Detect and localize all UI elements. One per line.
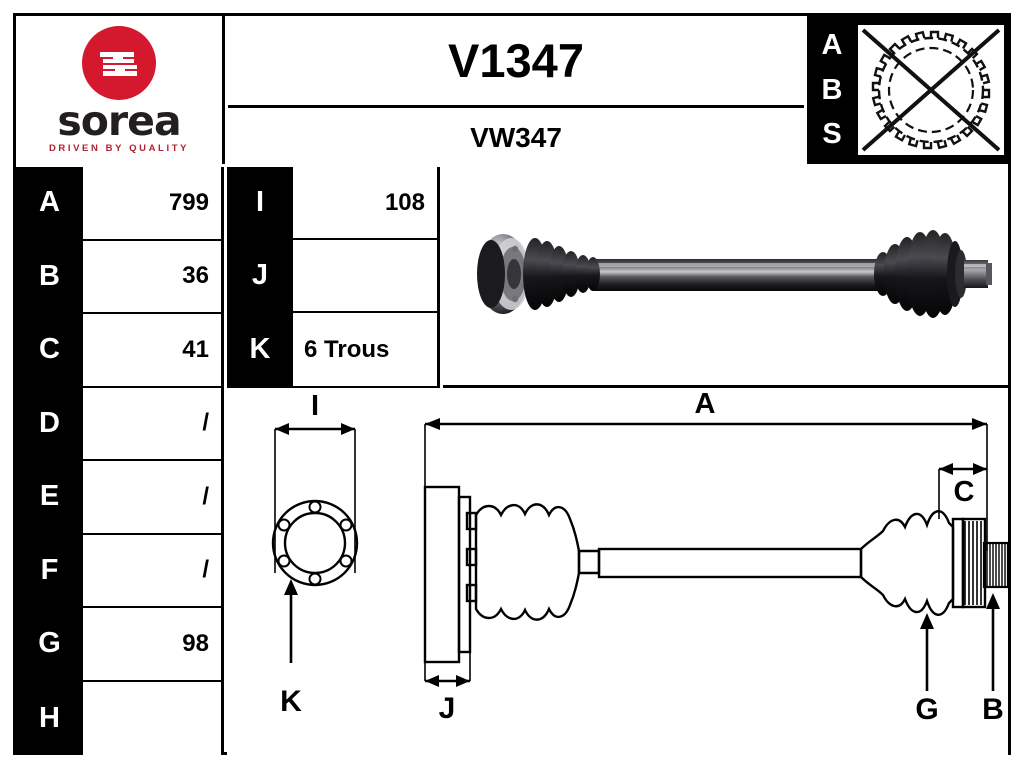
- table-row: D /: [16, 387, 221, 461]
- spec-value: /: [83, 387, 221, 459]
- spec-key: K: [227, 313, 293, 386]
- abs-indicator: A B S: [807, 16, 1008, 164]
- sorea-logo-icon: [82, 25, 156, 100]
- spec-key: H: [16, 681, 83, 755]
- technical-drawing: I K A J G B C: [227, 391, 1008, 755]
- table-row: F /: [16, 534, 221, 608]
- spec-value: 799: [83, 167, 221, 239]
- dimension-label-I: I: [311, 391, 319, 422]
- oem-reference-cell: VW347: [228, 111, 804, 164]
- spec-key: D: [16, 387, 83, 459]
- spec-value: 98: [83, 608, 221, 680]
- spec-key: J: [227, 240, 293, 311]
- abs-ring-crossed-out-icon: [858, 25, 1004, 155]
- spec-value: [83, 681, 221, 755]
- spec-key: C: [16, 314, 83, 386]
- dimension-label-C: C: [954, 476, 975, 508]
- reference-title-cell: V1347: [228, 16, 804, 108]
- table-row: G 98: [16, 608, 221, 682]
- header: sorea DRIVEN BY QUALITY V1347 VW347 A B …: [16, 16, 1008, 164]
- table-row: H: [16, 681, 221, 755]
- dimension-label-J: J: [439, 692, 456, 725]
- brand-wordmark: sorea: [57, 96, 181, 145]
- spec-value: 108: [293, 167, 437, 238]
- spec-value: 36: [83, 240, 221, 312]
- table-row: A 799: [16, 167, 221, 241]
- spec-key: E: [16, 461, 83, 533]
- abs-letter-s: S: [822, 117, 842, 150]
- spec-table-secondary: I 108 J K 6 Trous: [227, 167, 440, 388]
- abs-letter-a: A: [821, 29, 843, 62]
- dimension-label-G: G: [915, 693, 938, 726]
- table-row: C 41: [16, 314, 221, 388]
- body: A 799 B 36 C 41 D / E / F /: [16, 167, 1008, 755]
- spec-value: 6 Trous: [293, 313, 437, 386]
- datasheet-frame: sorea DRIVEN BY QUALITY V1347 VW347 A B …: [13, 13, 1011, 755]
- drive-shaft-photo: [443, 167, 1008, 388]
- abs-letter-b: B: [821, 73, 843, 106]
- spec-key: F: [16, 534, 83, 606]
- spec-value: 41: [83, 314, 221, 386]
- table-row: K 6 Trous: [227, 313, 437, 386]
- table-row: B 36: [16, 240, 221, 314]
- spec-key: G: [16, 608, 83, 680]
- oem-reference: VW347: [470, 121, 562, 153]
- spec-value: /: [83, 461, 221, 533]
- dimension-label-A: A: [695, 391, 716, 420]
- abs-label: A B S: [810, 16, 854, 164]
- table-row: I 108: [227, 167, 437, 240]
- spec-value: [293, 240, 437, 311]
- spec-key: B: [16, 240, 83, 312]
- brand-logo-cell: sorea DRIVEN BY QUALITY: [16, 16, 225, 164]
- table-row: E /: [16, 461, 221, 535]
- spec-key: I: [227, 167, 293, 238]
- spec-key: A: [16, 167, 83, 239]
- dimension-label-K: K: [280, 685, 302, 718]
- brand-tagline: DRIVEN BY QUALITY: [48, 143, 190, 155]
- spec-value: /: [83, 534, 221, 606]
- spec-table-main: A 799 B 36 C 41 D / E / F /: [16, 167, 224, 755]
- dimension-label-B: B: [982, 693, 1004, 726]
- page-title: V1347: [448, 34, 584, 87]
- table-row: J: [227, 240, 437, 313]
